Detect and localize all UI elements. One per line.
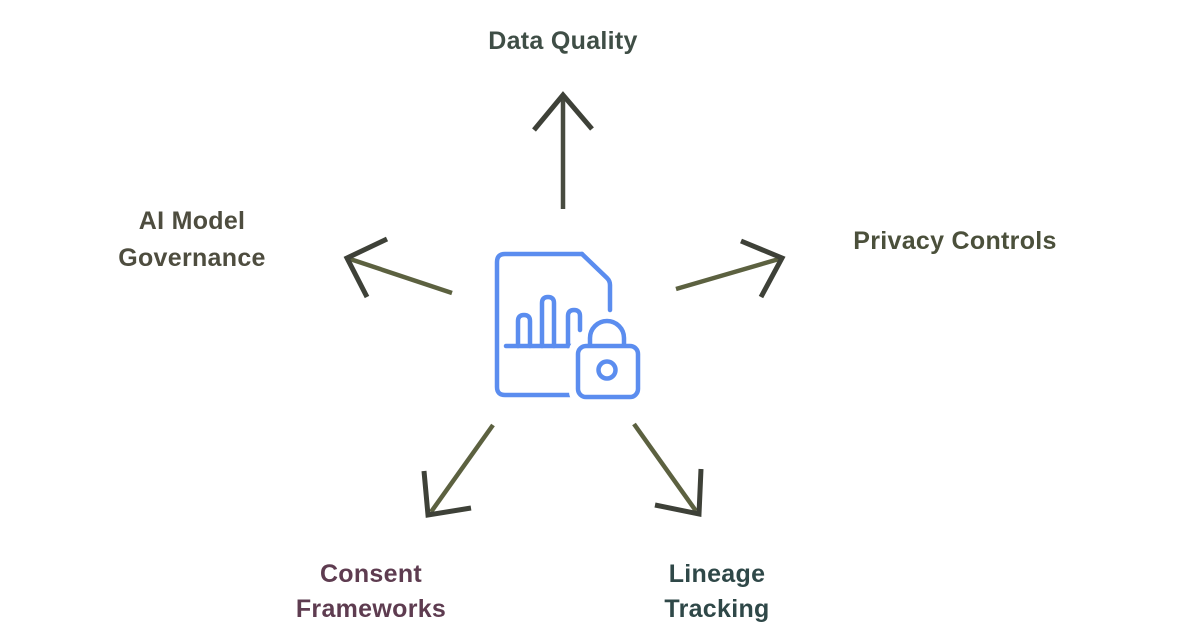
node-lineage-tracking: Lineage Tracking xyxy=(557,557,877,627)
arrow-head xyxy=(421,470,472,518)
arrow-to-data-quality xyxy=(532,91,594,209)
document-outline xyxy=(494,251,585,398)
node-data-quality: Data Quality xyxy=(403,24,723,59)
chart-bar-3 xyxy=(565,307,583,349)
arrow-head xyxy=(532,91,594,132)
arrow-to-privacy-controls xyxy=(675,238,786,299)
chart-bar-1 xyxy=(515,312,533,349)
node-ai-model-governance: AI Model Governance xyxy=(32,203,352,277)
node-label-line: AI Model xyxy=(138,207,246,235)
arrow-shaft xyxy=(632,422,698,513)
arrow-head xyxy=(740,238,786,299)
arrow-shaft xyxy=(429,423,495,514)
arrow-to-consent-frameworks xyxy=(421,423,495,518)
arrow-shaft xyxy=(675,256,780,292)
arrow-to-lineage-tracking xyxy=(632,422,704,518)
node-label-line: Governance xyxy=(118,244,266,272)
arrow-to-ai-model-governance xyxy=(343,236,453,299)
lock-body xyxy=(575,343,641,400)
lock-keyhole xyxy=(596,359,618,381)
document-fold xyxy=(579,251,613,313)
node-label-line: Frameworks xyxy=(295,595,447,623)
node-label-line: Data Quality xyxy=(488,27,638,55)
node-consent-frameworks: Consent Frameworks xyxy=(211,557,531,627)
node-privacy-controls: Privacy Controls xyxy=(795,224,1115,259)
lock-shackle xyxy=(587,318,627,351)
chart-bar-2 xyxy=(539,294,557,349)
node-label-line: Privacy Controls xyxy=(853,227,1057,255)
arrow-head xyxy=(654,468,704,518)
arrow-head xyxy=(343,236,389,299)
node-label-line: Lineage xyxy=(668,560,766,588)
document-bar-chart-lock-icon xyxy=(494,251,647,406)
node-label-line: Tracking xyxy=(664,595,770,623)
node-label-line: Consent xyxy=(319,560,423,588)
arrow-shaft xyxy=(349,256,453,296)
